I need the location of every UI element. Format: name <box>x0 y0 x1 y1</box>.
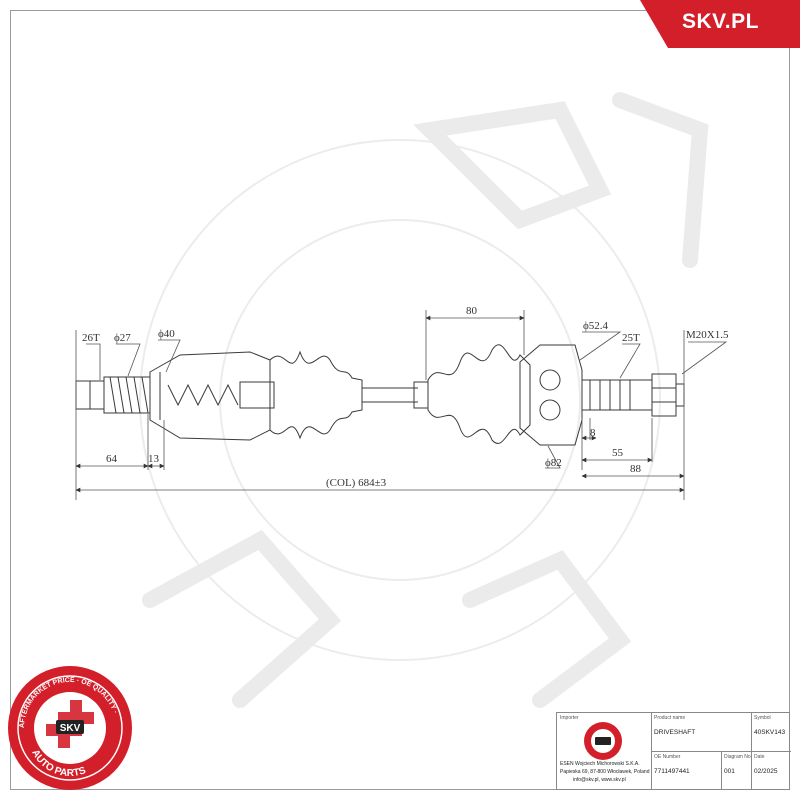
outer-joint-housing <box>519 344 583 446</box>
importer-line-2: Papieska 69, 87-800 Włocławek, Poland <box>560 769 650 775</box>
dim-spline-right: 25T <box>622 332 640 344</box>
date-value: 02/2025 <box>754 768 778 775</box>
axle-nut <box>651 373 677 417</box>
brand-tab-shape <box>640 0 800 48</box>
dim-overall-length: (COL) 684±3 <box>326 477 387 489</box>
diagram-no-value: 001 <box>724 768 735 775</box>
inner-boot <box>269 350 363 440</box>
dim-dia-left-joint: ϕ40 <box>158 328 175 340</box>
right-spline-stub <box>581 379 653 411</box>
oe-number-value: 7711497441 <box>654 768 690 775</box>
inner-joint-housing <box>149 351 271 441</box>
dim-len-13: 13 <box>148 453 160 465</box>
symbol-label: Symbol <box>754 715 771 721</box>
date-label: Date <box>754 754 765 760</box>
outer-boot <box>427 344 531 444</box>
product-name-value: DRIVESHAFT <box>654 729 696 736</box>
dim-thread: M20X1.5 <box>686 329 729 341</box>
importer-label: Importer <box>560 715 579 721</box>
dim-dia-left-shaft: ϕ27 <box>114 332 131 344</box>
seal-center-text: SKV <box>60 723 81 734</box>
dim-len-64: 64 <box>106 453 118 465</box>
dim-dia-82: ϕ82 <box>545 457 562 469</box>
skv-seal-logo: AFTERMARKET PRICE · OE QUALITY · AUTO PA… <box>8 666 132 790</box>
importer-line-3: info@skv.pl, www.skv.pl <box>573 777 626 783</box>
joint-spring <box>167 383 239 407</box>
importer-logo <box>584 722 622 760</box>
brand-label: SKV.PL <box>682 10 759 33</box>
brand-tab[interactable]: SKV.PL <box>630 0 800 48</box>
diagram-no-label: Diagram No <box>724 754 751 760</box>
dim-dia-right-shaft: ϕ52.4 <box>583 320 609 332</box>
product-name-label: Product name <box>654 715 686 721</box>
thread-end <box>675 383 685 407</box>
dim-len-55: 55 <box>612 447 624 459</box>
drawing-frame <box>10 10 790 790</box>
symbol-value: 40SKV143 <box>754 729 786 736</box>
dim-len-80: 80 <box>466 305 478 317</box>
title-block: Importer ESEN Wojciech Michorowski S.K.A… <box>556 712 791 790</box>
dim-spline-left: 26T <box>82 332 100 344</box>
driveshaft-outline <box>75 344 685 446</box>
importer-line-1: ESEN Wojciech Michorowski S.K.A. <box>560 761 640 767</box>
oe-number-label: OE Number <box>654 754 681 760</box>
dim-len-88: 88 <box>630 463 642 475</box>
dim-len-8: 8 <box>590 427 596 439</box>
